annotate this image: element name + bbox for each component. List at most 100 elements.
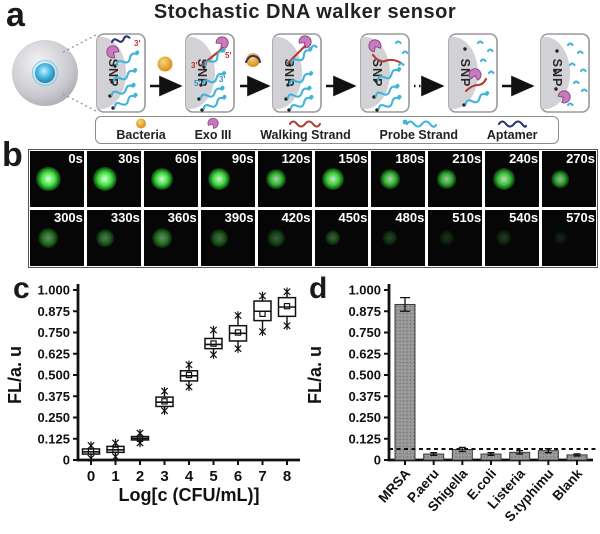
y-tick-label: 0.750 (348, 325, 381, 340)
fluorescent-spot (152, 228, 173, 248)
legend-label: Aptamer (486, 128, 538, 143)
frame-time-label: 90s (231, 151, 254, 166)
snp-label: SNP (458, 59, 472, 88)
y-tick-label: 1.000 (348, 283, 381, 298)
fluorescence-frame-360s: 360s (143, 210, 198, 266)
y-tick-label: 0.375 (348, 389, 381, 404)
mean-marker (259, 310, 266, 318)
extreme-marker (87, 454, 95, 463)
frame-time-label: 120s (281, 151, 311, 166)
x-tick-label-Blank: Blank (549, 466, 585, 504)
prime-label-3: 3' (191, 61, 197, 70)
legend-item-probe-strand: Probe Strand (379, 118, 459, 143)
zoom-line-top (62, 34, 97, 53)
panel-b-label: b (2, 136, 23, 174)
fluorescent-spot (436, 169, 457, 189)
bacteria-aptamer-complex-icon (244, 53, 262, 67)
stage-6: SNP (540, 33, 590, 113)
x-tick-label: 0 (87, 468, 95, 485)
prime-label-5b: 5' (194, 79, 200, 88)
fluorescent-spot (551, 170, 570, 188)
extreme-marker (185, 382, 193, 392)
prime-label-3: 3' (134, 39, 140, 48)
extreme-marker (111, 452, 120, 461)
fluorescent-spot (96, 229, 115, 247)
x-tick-label: 1 (111, 468, 119, 485)
fluorescence-frame-180s: 180s (371, 151, 426, 207)
stage-3: SNP (272, 32, 322, 115)
extreme-marker (111, 438, 120, 448)
fluorescence-frame-270s: 270s (542, 151, 596, 207)
fluorescence-frame-390s: 390s (200, 210, 255, 266)
x-axis-title: Log[c (CFU/mL)] (119, 485, 260, 505)
legend-item-aptamer: Aptamer (487, 118, 538, 142)
x-tick-label: 3 (160, 468, 168, 485)
frame-time-label: 450s (338, 210, 368, 225)
fluorescence-frame-300s: 300s (30, 210, 84, 266)
fluorescent-spot (438, 230, 455, 246)
extreme-marker (258, 291, 267, 301)
extreme-marker (160, 406, 169, 415)
extreme-marker (87, 441, 95, 450)
extreme-marker (136, 438, 144, 448)
fluorescence-frame-510s: 510s (428, 210, 483, 266)
exo-iii-icon (207, 118, 219, 130)
stage-1: SNP 3' (96, 33, 146, 113)
x-tick-label: 6 (234, 468, 242, 485)
frame-time-label: 420s (281, 210, 311, 225)
y-tick-label: 0 (63, 453, 70, 468)
frame-time-label: 330s (110, 210, 140, 225)
snp-label: SNP (370, 59, 384, 88)
frame-time-label: 0s (68, 151, 83, 166)
aptamer-icon (498, 120, 528, 128)
fluorescence-frame-420s: 420s (257, 210, 312, 266)
error-bar (487, 452, 495, 457)
y-tick-label: 0.250 (37, 410, 70, 425)
fluorescent-spot (93, 166, 118, 192)
panel-d-label: d (309, 272, 328, 305)
mean-marker (234, 329, 242, 336)
y-tick-label: 0.250 (348, 410, 381, 425)
error-bar (516, 450, 524, 455)
legend-label: Probe Strand (379, 128, 459, 143)
fluorescent-spot (382, 230, 398, 246)
panel-a-label: a (6, 0, 25, 34)
mean-marker (210, 340, 217, 347)
fluorescence-frame-210s: 210s (428, 151, 483, 207)
fluorescence-frame-0s: 0s (30, 151, 84, 207)
frame-time-label: 390s (224, 210, 254, 225)
legend-item-exo-iii: Exo III (194, 118, 232, 143)
frame-time-label: 540s (509, 210, 539, 225)
fluorescent-spot (321, 168, 344, 190)
frame-time-label: 60s (174, 151, 197, 166)
barchart-panel-d: 00.1250.2500.3750.5000.6250.7500.8751.00… (305, 283, 597, 525)
bacteria-icon (136, 118, 147, 129)
fluorescence-frame-540s: 540s (485, 210, 540, 266)
mean-marker (283, 302, 291, 310)
frame-time-label: 180s (395, 151, 425, 166)
fluorescence-frame-150s: 150s (314, 151, 369, 207)
x-tick-label: 4 (185, 468, 194, 485)
prime-label-3b: 3' (219, 75, 225, 84)
bacteria-icon (157, 56, 173, 72)
stage-4: SNP (360, 33, 410, 115)
zoom-line-bottom (62, 93, 97, 112)
extreme-marker (258, 327, 267, 336)
y-tick-label: 0.125 (37, 431, 70, 446)
fluorescence-frame-480s: 480s (371, 210, 426, 266)
fluorescent-spot (266, 169, 286, 189)
y-axis-title: FL/a. u (305, 346, 325, 404)
legend-label: Exo III (194, 128, 232, 143)
extreme-marker (160, 386, 169, 396)
y-tick-label: 1.000 (37, 283, 70, 298)
frame-time-label: 300s (53, 210, 83, 225)
y-axis-title: FL/a. u (5, 346, 25, 404)
legend-item-walking-strand: Walking Strand (260, 118, 351, 142)
fluorescent-spot (553, 231, 568, 245)
fluorescent-spot (36, 166, 61, 192)
fluorescent-spot (38, 228, 59, 248)
y-tick-label: 0.875 (348, 304, 381, 319)
y-tick-label: 0.375 (37, 389, 70, 404)
fluorescent-spot (267, 229, 285, 247)
fluorescent-spot (492, 168, 515, 190)
